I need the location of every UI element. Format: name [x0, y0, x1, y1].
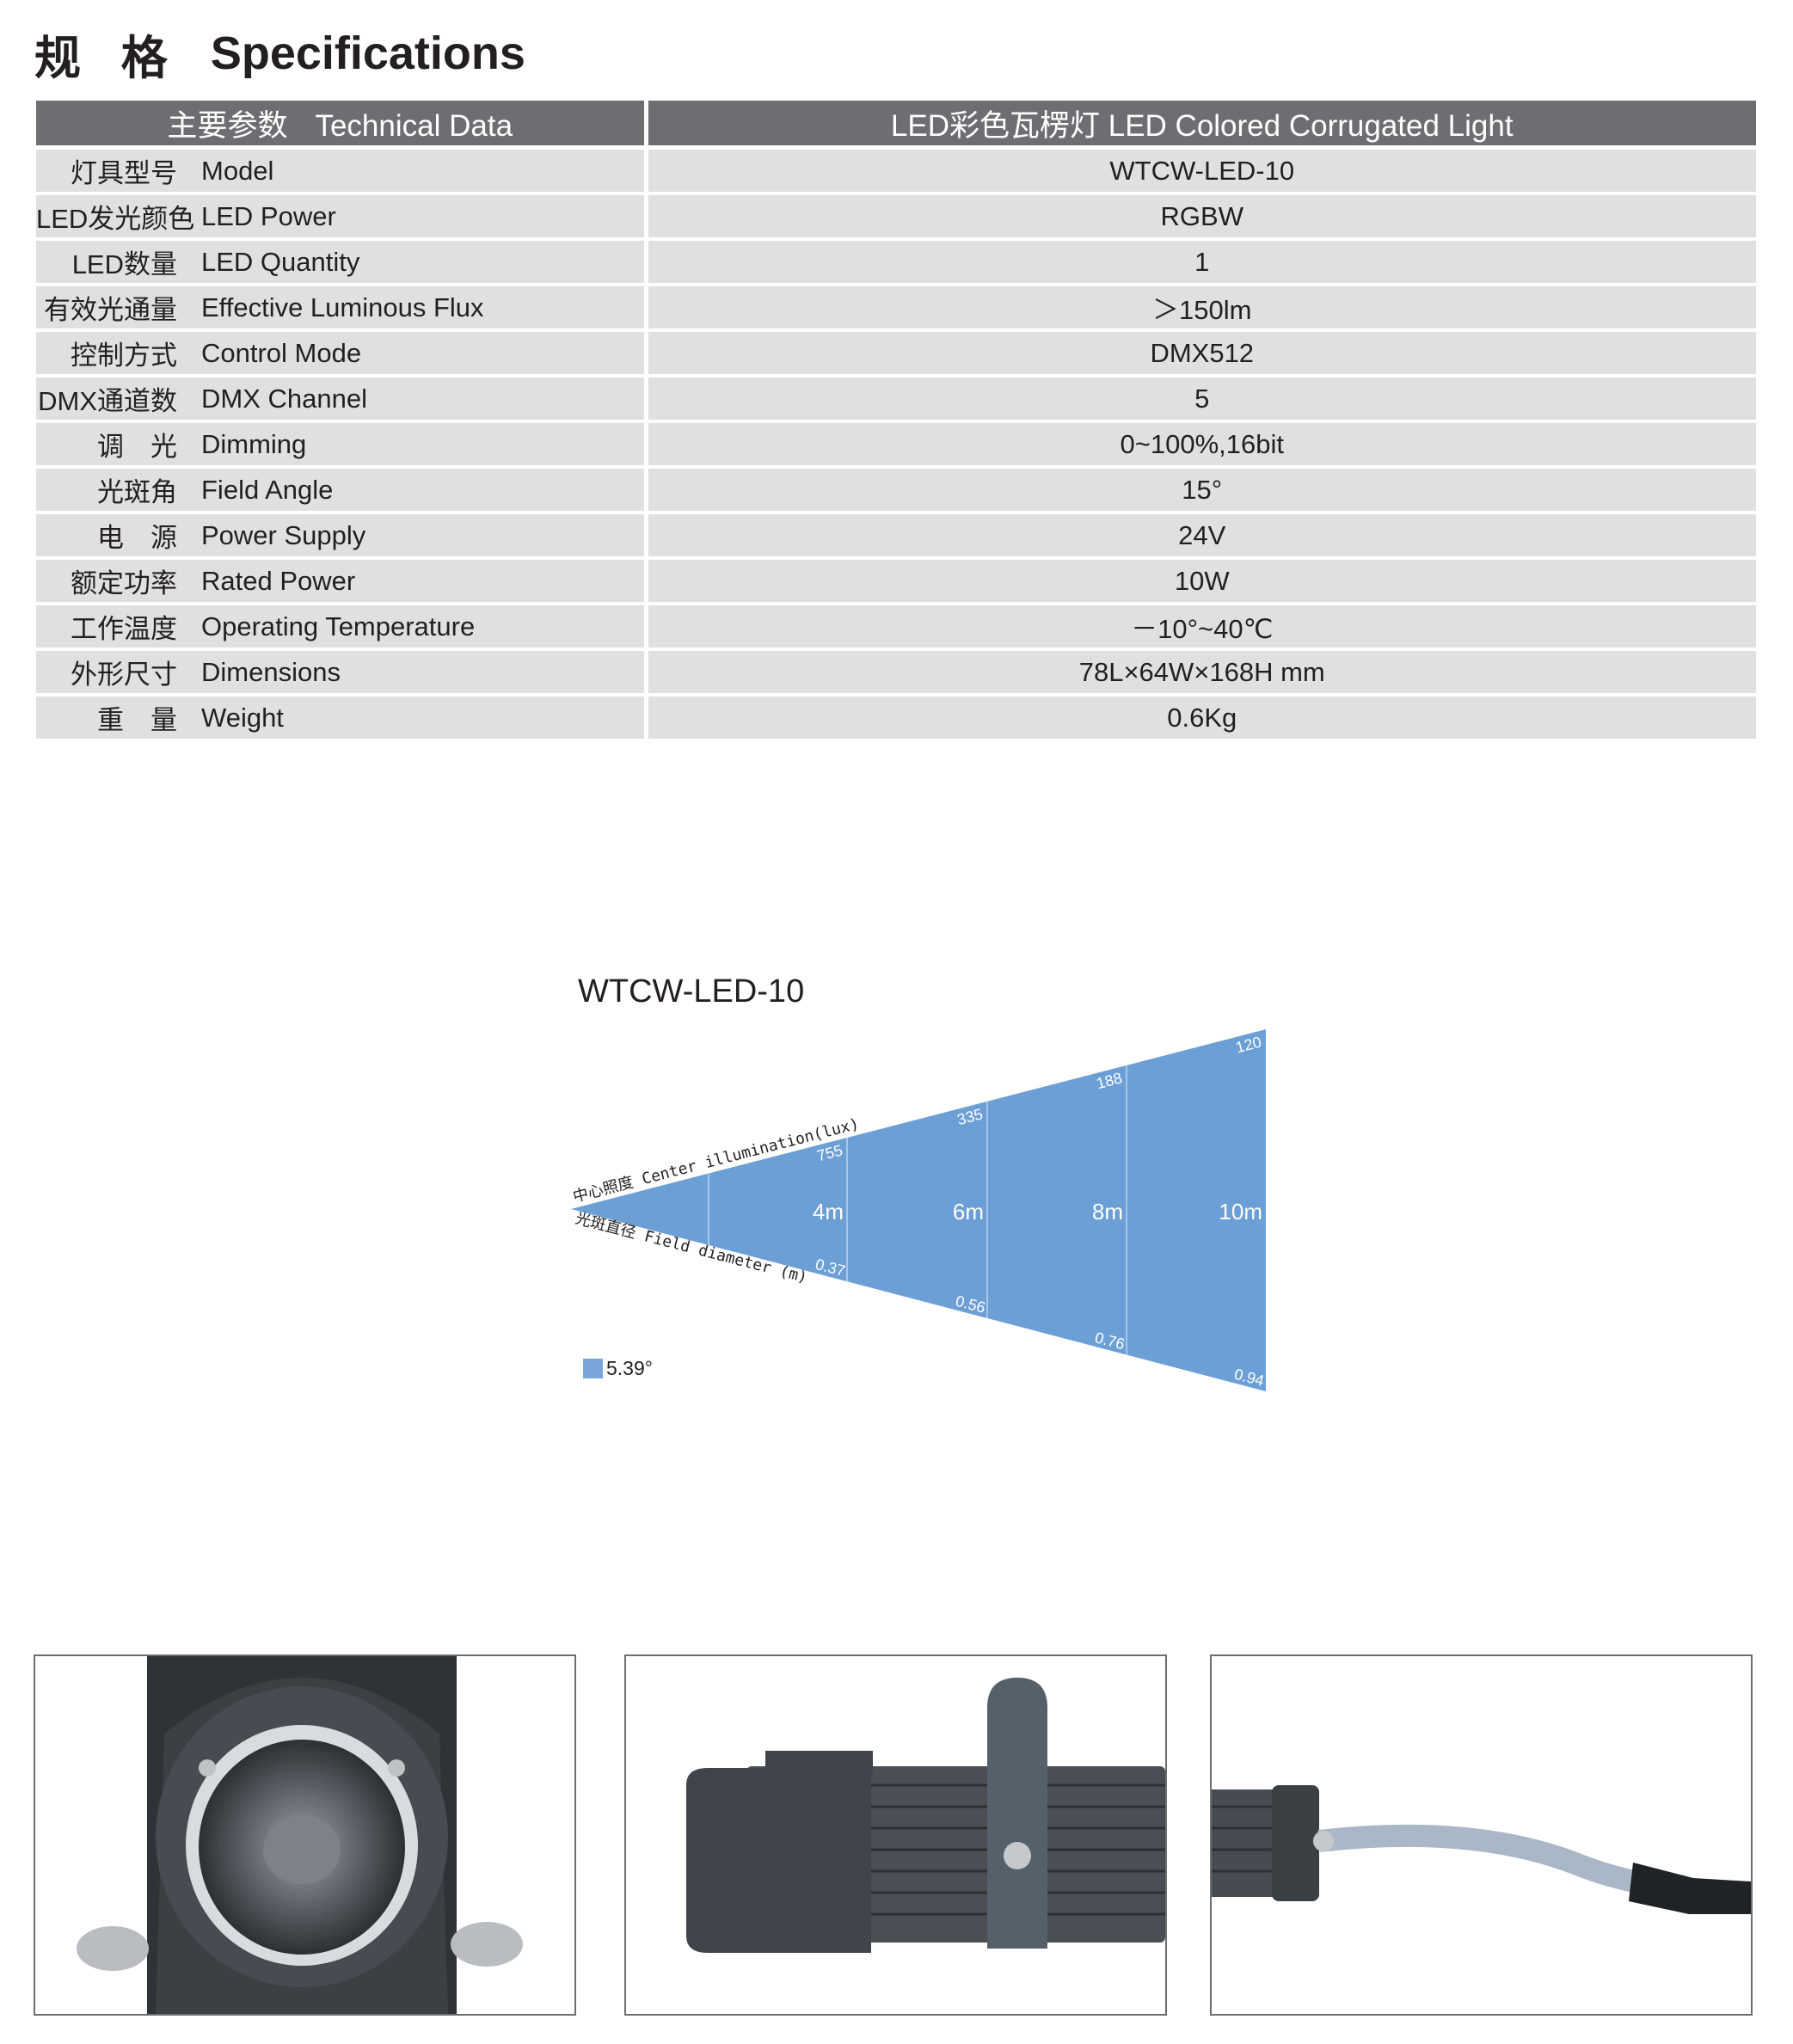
spec-label-en: LED Power [201, 200, 336, 231]
spec-row: 额定功率 Rated Power 10W [36, 558, 1756, 605]
spec-row: 电 源 Power Supply 24V [36, 513, 1756, 560]
heading-zh: 规 格 [34, 30, 180, 85]
header-product-name: LED彩色瓦楞灯 LED Colored Corrugated Light [646, 101, 1756, 150]
spec-label-zh: 光斑角 [97, 477, 177, 507]
spec-value: 24V [646, 513, 1756, 560]
spec-label-en: Control Mode [201, 337, 362, 368]
spec-value: 1 [646, 239, 1756, 286]
spec-label-en: Weight [201, 702, 284, 733]
spec-label-en: Dimming [201, 428, 307, 459]
spec-label: LED数量 LED Quantity [36, 239, 648, 286]
spec-label-zh: 工作温度 [71, 614, 177, 644]
beam-distance-label: 8m [1092, 1199, 1123, 1225]
header-left-zh: 主要参数 [167, 108, 288, 143]
spec-row: 控制方式 Control Mode DMX512 [36, 330, 1756, 377]
spec-label: 光斑角 Field Angle [36, 467, 648, 514]
spec-label-en: Rated Power [201, 565, 356, 596]
heading-en: Specifications [210, 28, 525, 79]
spec-label: 电 源 Power Supply [36, 513, 648, 560]
beam-distance-lines [708, 1065, 1127, 1355]
spec-row: 有效光通量 Effective Luminous Flux ＞150lm [36, 285, 1756, 332]
spec-value: 0~100%,16bit [646, 421, 1756, 469]
spec-row: DMX通道数 DMX Channel 5 [36, 376, 1756, 423]
spec-label-en: Model [201, 155, 274, 186]
spec-label: 重 量 Weight [36, 695, 648, 742]
spec-label-zh: 控制方式 [71, 341, 177, 371]
beam-chart-title: WTCW-LED-10 [578, 973, 805, 1010]
spec-label-zh: 调 光 [97, 432, 177, 462]
spec-label: 额定功率 Rated Power [36, 558, 648, 605]
photo-cable-end [1210, 1654, 1753, 2016]
spec-label: 灯具型号 Model [36, 147, 648, 195]
spec-label-zh: LED数量 [71, 249, 177, 279]
beam-legend: 5.39° [583, 1357, 653, 1380]
spec-label-en: Power Supply [201, 519, 366, 550]
spec-label-en: LED Quantity [201, 246, 360, 277]
spec-row: 重 量 Weight 0.6Kg [36, 695, 1756, 742]
spec-label-en: Operating Temperature [201, 611, 476, 641]
spec-label: 控制方式 Control Mode [36, 330, 648, 377]
beam-cone [571, 1029, 1266, 1391]
spec-header-row: 主要参数 Technical Data LED彩色瓦楞灯 LED Colored … [36, 101, 1756, 150]
spec-row: 调 光 Dimming 0~100%,16bit [36, 421, 1756, 469]
spec-label: 调 光 Dimming [36, 421, 648, 469]
spec-value: 0.6Kg [646, 695, 1756, 742]
spec-label-zh: 外形尺寸 [71, 660, 177, 690]
spec-label-en: Dimensions [201, 656, 341, 687]
spec-value: WTCW-LED-10 [646, 147, 1756, 195]
photo-side-body [624, 1654, 1167, 2016]
spec-value: ＞150lm [646, 285, 1756, 332]
spec-label: 有效光通量 Effective Luminous Flux [36, 285, 648, 332]
header-left-en: Technical Data [315, 108, 513, 143]
spec-value: DMX512 [646, 330, 1756, 377]
spec-label-zh: 电 源 [97, 523, 177, 553]
spec-table: 主要参数 Technical Data LED彩色瓦楞灯 LED Colored … [36, 101, 1756, 742]
spec-label-zh: 重 量 [97, 705, 177, 735]
spec-value: －10°~40℃ [646, 604, 1756, 651]
photo-lens-front [34, 1654, 576, 2016]
spec-label-zh: 额定功率 [71, 568, 177, 598]
legend-label: 5.39° [606, 1357, 653, 1379]
page-heading: 规 格 Specifications [34, 19, 525, 88]
spec-row: 外形尺寸 Dimensions 78L×64W×168H mm [36, 649, 1756, 697]
spec-value: 5 [646, 376, 1756, 423]
spec-value: 78L×64W×168H mm [646, 649, 1756, 697]
spec-row: 灯具型号 Model WTCW-LED-10 [36, 147, 1756, 195]
spec-label-en: Effective Luminous Flux [201, 292, 484, 322]
header-technical-data: 主要参数 Technical Data [36, 101, 648, 150]
legend-swatch [583, 1359, 603, 1378]
spec-row: 工作温度 Operating Temperature －10°~40℃ [36, 604, 1756, 651]
spec-value: 15° [646, 467, 1756, 514]
spec-label: 外形尺寸 Dimensions [36, 649, 648, 697]
spec-label-zh: LED发光颜色 [36, 204, 195, 234]
spec-label-zh: 灯具型号 [71, 158, 177, 188]
spec-label-zh: DMX通道数 [38, 386, 177, 416]
spec-label: DMX通道数 DMX Channel [36, 376, 648, 423]
spec-label-zh: 有效光通量 [44, 295, 177, 325]
spec-row: 光斑角 Field Angle 15° [36, 467, 1756, 514]
spec-value: RGBW [646, 193, 1756, 241]
spec-row: LED数量 LED Quantity 1 [36, 239, 1756, 286]
beam-distance-label: 10m [1219, 1199, 1262, 1225]
spec-label-en: Field Angle [201, 474, 334, 505]
spec-value: 10W [646, 558, 1756, 605]
spec-label: 工作温度 Operating Temperature [36, 604, 648, 651]
beam-distance-label: 6m [953, 1199, 984, 1225]
spec-label-en: DMX Channel [201, 383, 367, 414]
beam-distance-label: 4m [813, 1199, 844, 1225]
